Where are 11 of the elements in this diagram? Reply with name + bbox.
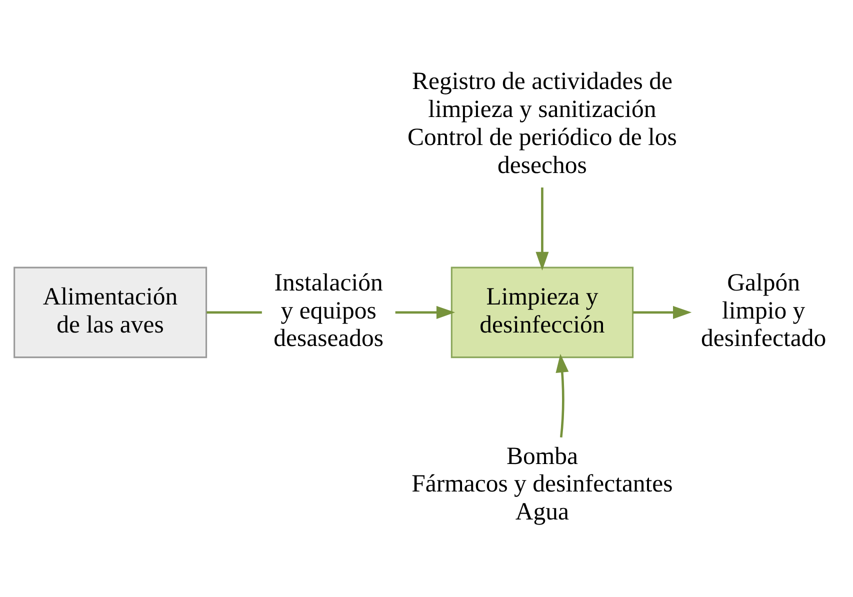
node-box: Limpieza y desinfección [450,266,634,358]
arrow [633,306,692,319]
node-box: Alimentación de las aves [14,266,208,358]
node-text: Bomba Fármacos y desinfectantes Agua [412,442,673,526]
node-text: Galpón limpio y desinfectado [701,269,826,352]
node-text: Registro de actividades de limpieza y sanitización Control de periódico de los desechos [407,68,677,179]
arrow [395,306,456,319]
node-text: Instalación y equipos desaseados [274,269,384,352]
connector [206,311,262,314]
arrow [556,354,569,438]
arrow [536,187,549,271]
